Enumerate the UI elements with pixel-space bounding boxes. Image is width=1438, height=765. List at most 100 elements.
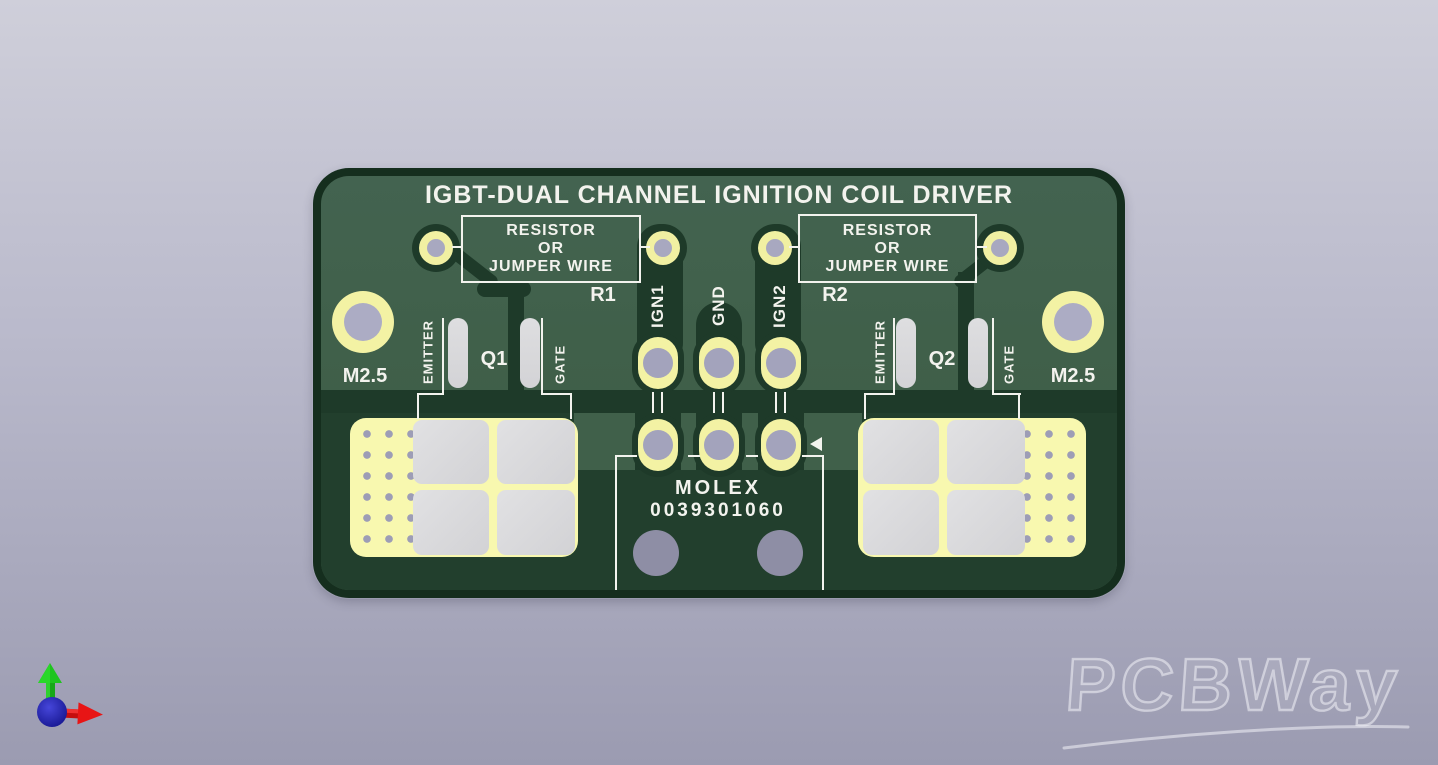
jumper-mark — [722, 392, 724, 413]
pin-label-emitter-q1: EMITTER — [420, 319, 436, 385]
connector-outline — [746, 455, 758, 457]
smd-pad-gate-q2 — [968, 318, 988, 388]
pin1-marker-icon — [810, 437, 822, 451]
signal-label-gnd: GND — [709, 285, 728, 327]
drill-hole — [766, 430, 796, 460]
through-hole-pad — [983, 231, 1017, 265]
component-outline — [864, 393, 866, 419]
ref-designator-q2: Q2 — [928, 348, 956, 370]
through-hole-pad — [758, 231, 792, 265]
copper-band — [321, 390, 1117, 414]
connector-peg-hole — [633, 530, 679, 576]
via-array — [1016, 424, 1082, 551]
note-line: OR — [874, 239, 901, 257]
pin-label-gate-q2: GATE — [1001, 344, 1017, 384]
component-outline — [442, 318, 444, 394]
through-hole-pad — [419, 231, 453, 265]
connector-outline — [802, 455, 822, 457]
silk-line — [789, 246, 798, 248]
paste-pad — [947, 420, 1025, 484]
connector-outline — [615, 455, 617, 590]
component-outline — [992, 393, 1021, 395]
ref-designator-r2: R2 — [822, 284, 848, 306]
note-line: JUMPER WIRE — [489, 258, 613, 275]
drill-hole — [344, 303, 382, 341]
jumper-mark — [661, 392, 663, 413]
component-outline — [893, 318, 895, 394]
pin-label-emitter-q2: EMITTER — [872, 319, 888, 385]
jumper-mark — [652, 392, 654, 413]
connector-pad — [638, 419, 678, 471]
silk-line — [452, 246, 462, 248]
drill-hole — [704, 430, 734, 460]
connector-pad-gnd — [699, 337, 739, 389]
drill-hole — [704, 348, 734, 378]
origin-icon — [37, 697, 67, 727]
mounting-hole-right — [1042, 291, 1104, 353]
paste-pad — [413, 420, 489, 484]
drill-hole — [427, 239, 445, 257]
drill-hole — [766, 239, 784, 257]
connector-outline — [822, 455, 824, 590]
pin-label-gate-q1: GATE — [552, 344, 568, 384]
paste-pad — [497, 490, 575, 555]
silkscreen-note-box-r2: RESISTOR OR JUMPER WIRE — [798, 214, 977, 283]
connector-part-number: 0039301060 — [650, 500, 786, 521]
ref-designator-r1: R1 — [590, 284, 616, 306]
note-line: JUMPER WIRE — [825, 257, 950, 275]
component-outline — [541, 393, 572, 395]
paste-pad — [497, 420, 575, 484]
mounting-hole-left — [332, 291, 394, 353]
component-outline — [541, 318, 543, 394]
signal-label-ign2: IGN2 — [770, 284, 789, 328]
board-title: IGBT-DUAL CHANNEL IGNITION COIL DRIVER — [424, 181, 1014, 209]
connector-pad-ign2 — [761, 337, 801, 389]
y-axis-arrow-icon — [38, 663, 62, 712]
connector-pad — [761, 419, 801, 471]
signal-label-ign1: IGN1 — [648, 284, 667, 328]
jumper-mark — [784, 392, 786, 413]
component-outline — [570, 393, 572, 419]
via-array — [356, 424, 422, 551]
pcb-top-face: IGBT-DUAL CHANNEL IGNITION COIL DRIVER R… — [321, 176, 1117, 590]
component-outline — [992, 318, 994, 394]
silk-line — [977, 246, 987, 248]
drill-hole — [991, 239, 1009, 257]
smd-pad-gate-q1 — [520, 318, 540, 388]
component-outline — [1018, 393, 1020, 419]
paste-pad — [413, 490, 489, 555]
pcb-board: IGBT-DUAL CHANNEL IGNITION COIL DRIVER R… — [313, 168, 1125, 598]
connector-outline — [615, 455, 637, 457]
paste-pad — [863, 490, 939, 555]
note-line: RESISTOR — [842, 221, 933, 239]
connector-pad-ign1 — [638, 337, 678, 389]
silkscreen-note-box-r1: RESISTOR OR JUMPER WIRE — [461, 215, 641, 283]
jumper-mark — [775, 392, 777, 413]
jumper-mark — [713, 392, 715, 413]
smd-pad-emitter-q2 — [896, 318, 916, 388]
component-outline — [417, 393, 444, 395]
drill-hole — [643, 430, 673, 460]
connector-outline — [688, 455, 700, 457]
drill-hole — [643, 348, 673, 378]
through-hole-pad — [646, 231, 680, 265]
drill-hole — [654, 239, 672, 257]
drill-hole — [766, 348, 796, 378]
connector-name-label: MOLEX — [674, 477, 762, 499]
drill-hole — [1054, 303, 1092, 341]
mounting-hole-label-left: M2.5 — [342, 365, 388, 387]
silk-line — [641, 246, 650, 248]
component-outline — [417, 393, 419, 419]
connector-pad — [699, 419, 739, 471]
note-line: RESISTOR — [506, 222, 596, 239]
watermark-swoosh — [1062, 725, 1410, 750]
ref-designator-q1: Q1 — [480, 348, 508, 370]
paste-pad — [863, 420, 939, 484]
connector-peg-hole — [757, 530, 803, 576]
smd-pad-emitter-q1 — [448, 318, 468, 388]
mounting-hole-label-right: M2.5 — [1050, 365, 1096, 387]
component-outline — [864, 393, 895, 395]
axis-gizmo-icon — [37, 663, 103, 727]
paste-pad — [947, 490, 1025, 555]
